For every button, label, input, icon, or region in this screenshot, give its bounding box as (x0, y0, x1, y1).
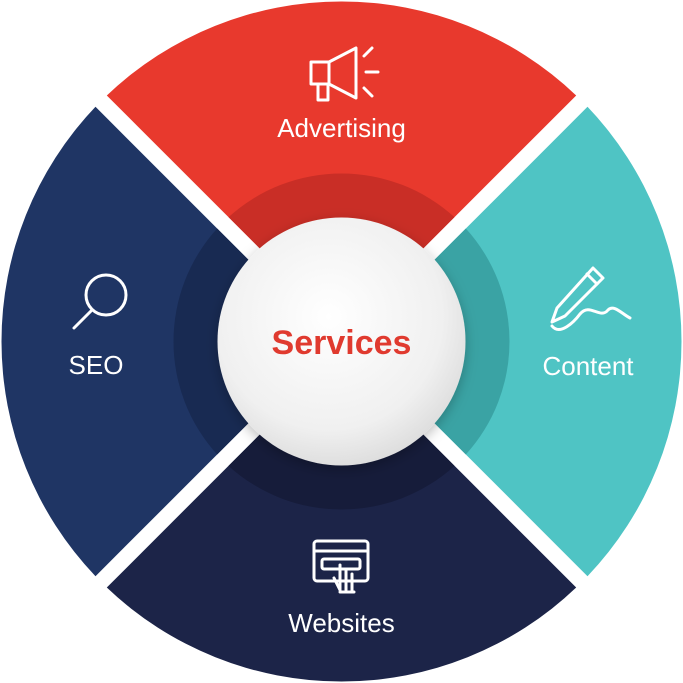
segment-advertising[interactable] (106, 1, 577, 262)
center-label: Services (272, 324, 412, 362)
websites-label: Websites (288, 608, 394, 638)
segment-content[interactable] (421, 106, 682, 577)
advertising-label: Advertising (277, 113, 406, 143)
pen-icon (550, 266, 632, 331)
browser-click-icon (312, 539, 370, 594)
seo-label: SEO (69, 350, 124, 380)
content-label: Content (542, 351, 634, 381)
segment-seo[interactable] (1, 106, 262, 577)
center-circle[interactable] (217, 217, 466, 466)
megaphone-icon (309, 46, 380, 102)
magnifier-icon (72, 273, 128, 330)
